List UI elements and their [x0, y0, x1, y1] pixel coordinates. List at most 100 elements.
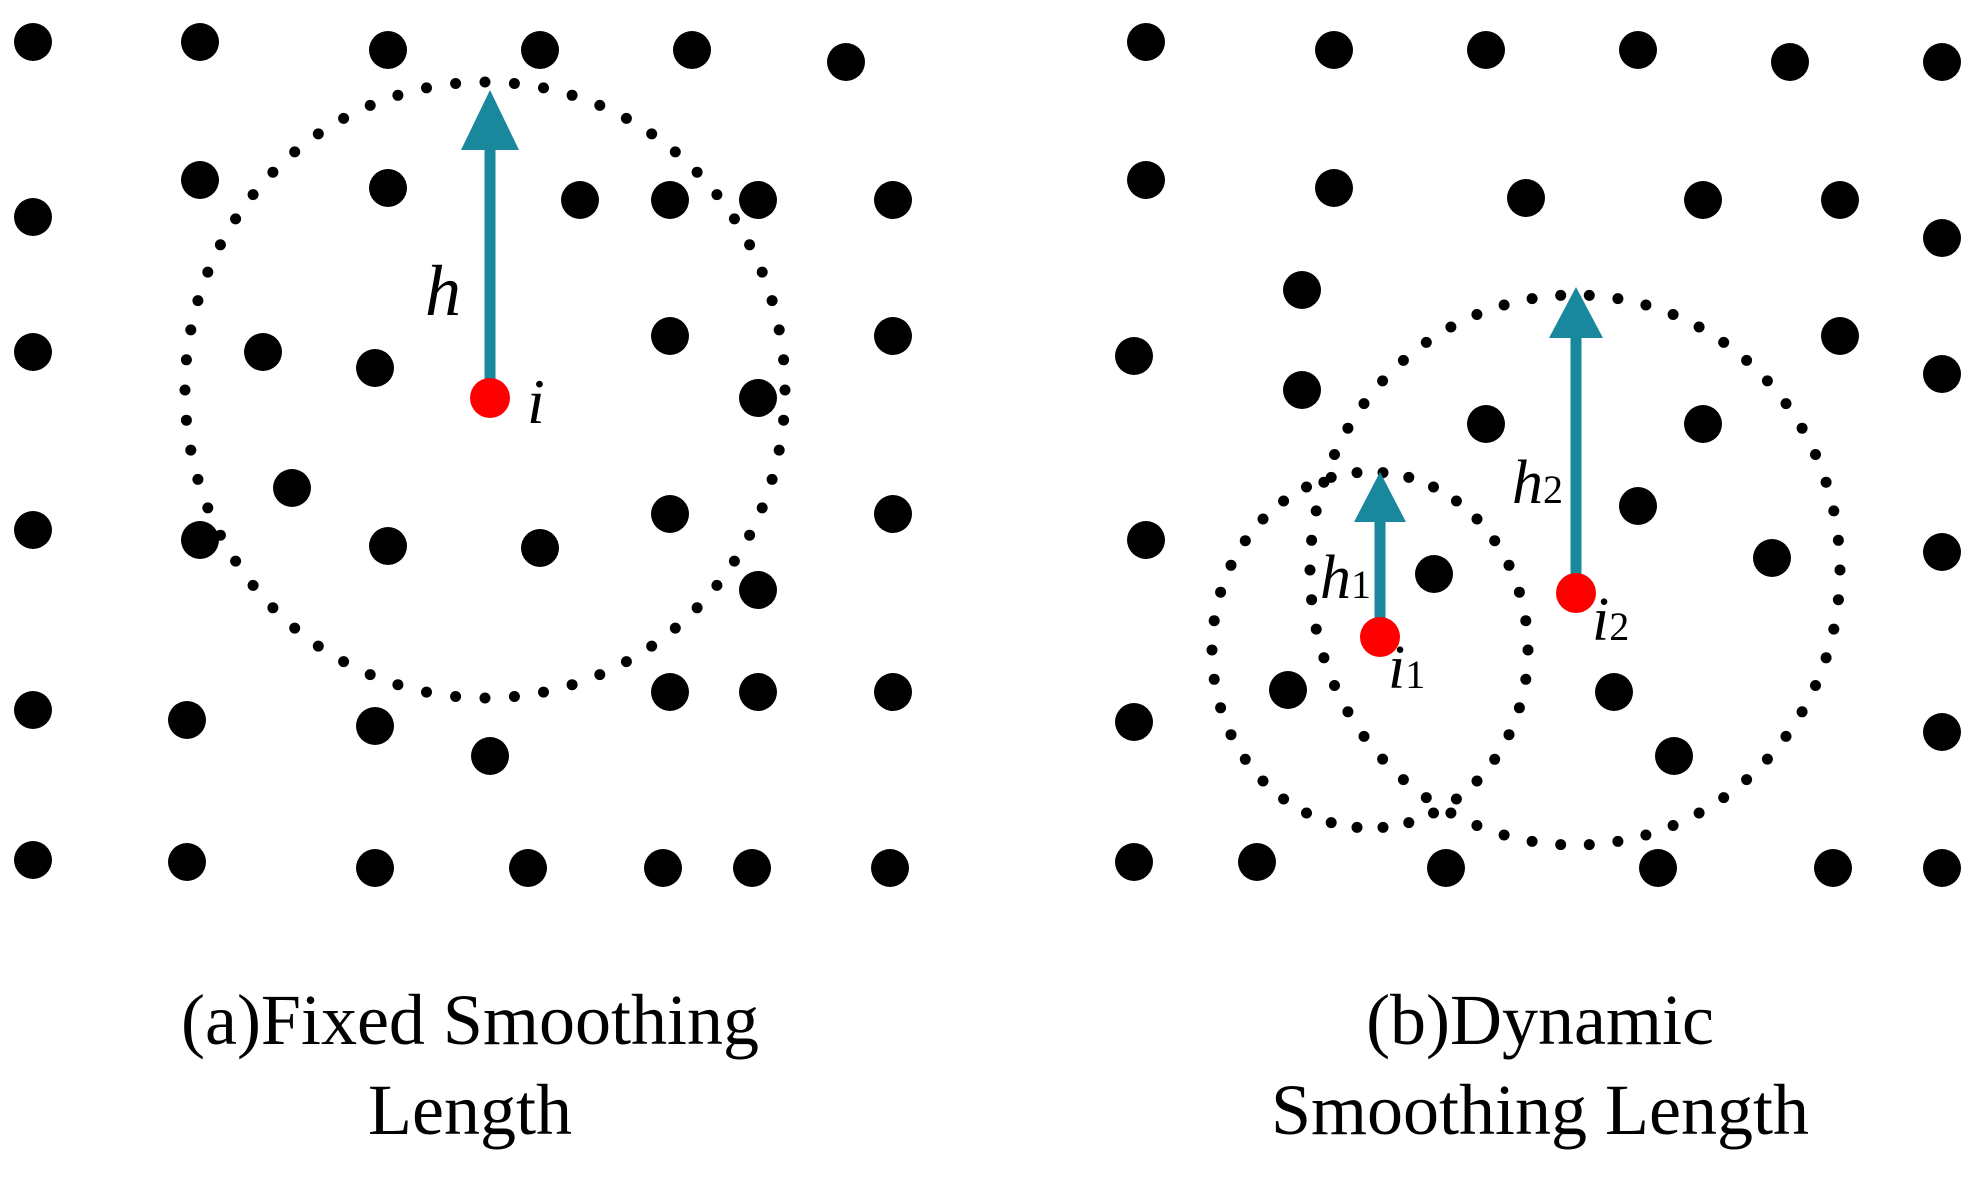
particle: [1923, 43, 1961, 81]
particle: [1283, 271, 1321, 309]
label-i2: i2: [1592, 586, 1629, 654]
boundary-dot: [1612, 293, 1624, 305]
boundary-dot: [192, 473, 204, 485]
boundary-dot: [508, 78, 520, 89]
boundary-dot: [1820, 476, 1832, 488]
boundary-dot: [766, 295, 778, 307]
boundary-dot: [1257, 775, 1269, 787]
boundary-dot: [1471, 309, 1483, 320]
boundary-dot: [214, 529, 226, 541]
boundary-dot: [214, 239, 226, 251]
particle: [827, 43, 865, 81]
particle: [14, 691, 52, 729]
boundary-dot: [1780, 730, 1792, 742]
boundary-dot: [450, 691, 462, 702]
boundary-dot: [1208, 615, 1220, 627]
boundary-dot: [185, 444, 197, 456]
boundary-dot: [192, 295, 204, 307]
particle: [369, 31, 407, 69]
arrow-head-h: [461, 90, 519, 150]
boundary-dot: [1215, 702, 1227, 714]
boundary-dot: [594, 669, 606, 681]
particle: [521, 31, 559, 69]
boundary-dot: [1215, 586, 1227, 598]
boundary-dot: [1325, 817, 1337, 829]
boundary-dot: [479, 692, 491, 704]
boundary-dot: [1377, 375, 1389, 387]
boundary-dot: [1318, 652, 1330, 664]
arrow-head-h2: [1549, 287, 1603, 338]
particle: [244, 333, 282, 371]
boundary-dot: [1301, 481, 1312, 493]
center-particle-i1: [1360, 617, 1400, 657]
particle: [1619, 487, 1657, 525]
boundary-dot: [744, 239, 756, 251]
boundary-dot: [1828, 505, 1840, 517]
boundary-dot: [538, 686, 549, 698]
boundary-dot: [1377, 753, 1389, 765]
label-h2: h2: [1512, 449, 1563, 517]
boundary-dot: [1445, 321, 1457, 333]
particle: [521, 529, 559, 567]
particle: [1315, 31, 1353, 69]
particle: [14, 511, 52, 549]
boundary-dot: [538, 82, 549, 94]
boundary-dot: [1318, 476, 1330, 488]
particle: [14, 333, 52, 371]
particle: [651, 673, 689, 711]
boundary-dot: [778, 414, 790, 426]
boundary-dot: [1583, 289, 1595, 301]
boundary-dot: [728, 213, 740, 225]
particle: [1115, 843, 1153, 881]
boundary-dot: [1342, 422, 1354, 434]
boundary-dot: [744, 529, 756, 541]
boundary-dot: [1428, 807, 1439, 819]
panel-fixed-smoothing: h i: [14, 23, 912, 887]
boundary-dot: [1761, 753, 1773, 765]
boundary-dot: [594, 99, 606, 111]
particle: [1238, 843, 1276, 881]
boundary-dot: [1471, 820, 1483, 831]
boundary-dot: [1351, 821, 1363, 833]
label-i2-base: i: [1592, 586, 1609, 654]
boundary-dot: [1301, 807, 1312, 819]
particle: [1814, 849, 1852, 887]
particle-field-a: [14, 23, 912, 887]
label-i: i: [527, 366, 545, 437]
particle: [181, 23, 219, 61]
particle: [1684, 181, 1722, 219]
boundary-dot: [1239, 753, 1251, 765]
boundary-dot: [1526, 293, 1538, 305]
center-particle-i2: [1556, 573, 1596, 613]
boundary-dot: [479, 76, 491, 88]
boundary-dot: [1832, 534, 1844, 546]
boundary-dot: [289, 622, 301, 634]
boundary-dot: [1503, 729, 1515, 741]
particle: [14, 841, 52, 879]
particle: [739, 673, 777, 711]
particle: [1923, 533, 1961, 571]
boundary-dot: [1522, 644, 1534, 656]
support-domain-circle-1: [1206, 467, 1534, 833]
boundary-dot: [711, 579, 723, 591]
label-h2-base: h: [1512, 449, 1543, 517]
boundary-dot: [364, 99, 376, 111]
panel-dynamic-smoothing: h1 i1 h2 i2: [1115, 23, 1961, 887]
boundary-dot: [773, 444, 785, 456]
particle: [874, 181, 912, 219]
boundary-dot: [1796, 706, 1808, 718]
boundary-dot: [1310, 505, 1322, 517]
particle: [471, 737, 509, 775]
boundary-dot: [1834, 564, 1846, 576]
boundary-dot: [1741, 774, 1753, 786]
label-i1: i1: [1388, 634, 1425, 702]
particle: [369, 169, 407, 207]
arrow-head-h1: [1354, 472, 1406, 522]
boundary-dot: [1780, 398, 1792, 410]
boundary-dot: [1489, 753, 1501, 765]
boundary-dot: [185, 324, 197, 336]
boundary-dot: [1555, 289, 1567, 301]
boundary-dot: [1403, 817, 1415, 829]
particle: [1283, 371, 1321, 409]
